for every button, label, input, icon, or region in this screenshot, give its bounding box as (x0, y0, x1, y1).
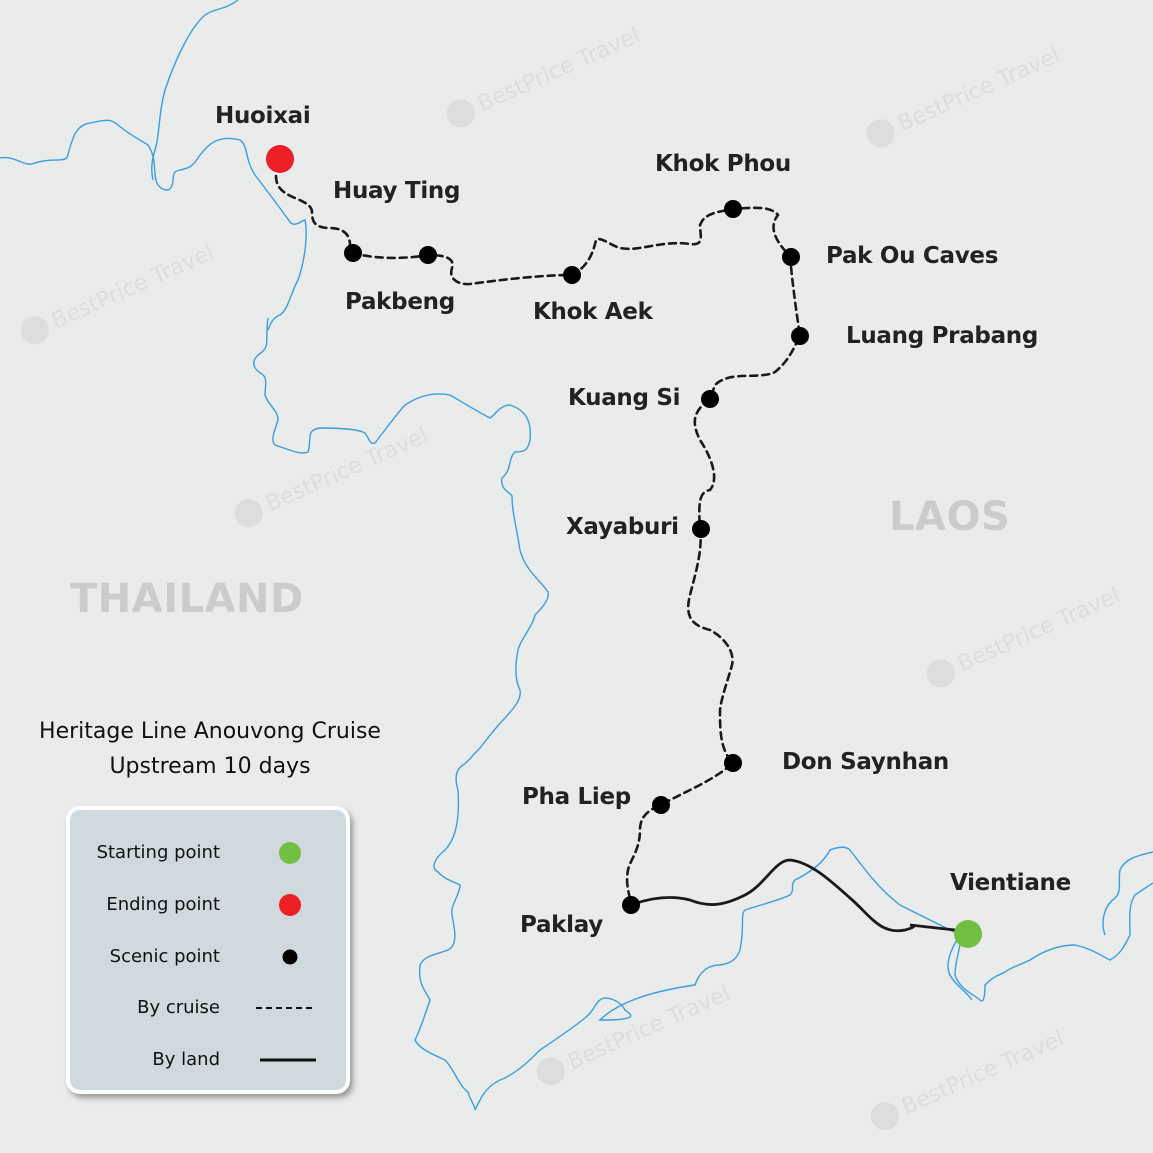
legend-item-scenic-point: Scenic point (70, 942, 346, 972)
river-north (151, 0, 239, 181)
stop-label-khok-aek[interactable]: Khok Aek (533, 299, 653, 325)
stop-label-luang-prabang[interactable]: Luang Prabang (846, 323, 1039, 349)
river-thai-border (253, 317, 549, 1111)
river-south-vientiane (947, 934, 973, 1001)
country-label-thailand: THAILAND (70, 576, 304, 622)
red-dot-icon (279, 894, 301, 916)
legend-item-by-cruise: By cruise (70, 993, 346, 1023)
stop-label-huoixai[interactable]: Huoixai (215, 103, 311, 129)
stop-label-pha-liep[interactable]: Pha Liep (522, 784, 631, 810)
river-vientiane-east (1102, 851, 1153, 936)
ending-point-marker-huoixai[interactable] (266, 145, 294, 173)
river-northwest (0, 119, 307, 331)
scenic-marker-xayaburi[interactable] (692, 520, 710, 538)
legend-label: Starting point (96, 842, 220, 863)
route-by-land (629, 858, 969, 936)
scenic-marker-pha-liep[interactable] (652, 796, 670, 814)
scenic-marker-khok-aek[interactable] (563, 266, 581, 284)
black-dot-icon (282, 949, 298, 965)
scenic-marker-khok-phou[interactable] (724, 200, 742, 218)
legend-label: By land (152, 1049, 220, 1070)
legend-item-by-land: By land (70, 1045, 346, 1075)
stop-label-pakbeng[interactable]: Pakbeng (345, 289, 455, 315)
scenic-marker-don-saynhan[interactable] (724, 754, 742, 772)
scenic-marker-pakbeng[interactable] (419, 246, 437, 264)
stop-label-khok-phou[interactable]: Khok Phou (655, 151, 792, 177)
stop-label-vientiane[interactable]: Vientiane (950, 870, 1071, 896)
stop-label-paklay[interactable]: Paklay (520, 912, 603, 938)
legend-label: Ending point (106, 894, 220, 915)
scenic-marker-kuang-si[interactable] (701, 390, 719, 408)
scenic-marker-pak-ou-caves[interactable] (782, 248, 800, 266)
legend-label: Scenic point (109, 946, 220, 967)
scenic-marker-luang-prabang[interactable] (791, 327, 809, 345)
legend-box: Starting point Ending point Scenic point… (66, 806, 350, 1094)
green-dot-icon (279, 842, 301, 864)
stop-label-pak-ou-caves[interactable]: Pak Ou Caves (826, 243, 999, 269)
stop-label-huay-ting[interactable]: Huay Ting (333, 178, 461, 204)
legend-item-ending-point: Ending point (70, 890, 346, 920)
solid-line-icon (260, 1058, 316, 1062)
title-line-2: Upstream 10 days (109, 754, 311, 779)
dashed-line-icon (256, 1007, 314, 1009)
legend-label: By cruise (137, 997, 220, 1018)
legend-item-starting-point: Starting point (70, 838, 346, 868)
stop-label-don-saynhan[interactable]: Don Saynhan (782, 749, 949, 775)
river-mekong-south (474, 846, 1153, 1111)
title-line-1: Heritage Line Anouvong Cruise (39, 719, 381, 744)
starting-point-marker-vientiane[interactable] (954, 920, 982, 948)
map-title: Heritage Line Anouvong Cruise Upstream 1… (0, 714, 420, 784)
scenic-marker-huay-ting[interactable] (344, 244, 362, 262)
stop-label-kuang-si[interactable]: Kuang Si (568, 385, 681, 411)
scenic-marker-paklay[interactable] (622, 896, 640, 914)
stop-label-xayaburi[interactable]: Xayaburi (566, 514, 679, 540)
country-label-laos: LAOS (889, 494, 1011, 540)
